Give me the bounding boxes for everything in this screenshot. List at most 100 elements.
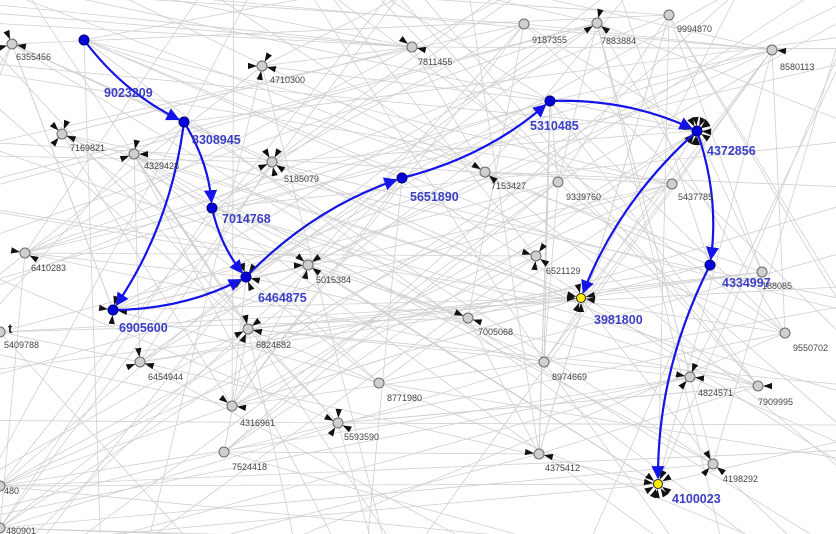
graph-node[interactable]: [0, 480, 6, 492]
background-edge: [0, 331, 184, 534]
graph-node[interactable]: [19, 247, 31, 259]
graph-node[interactable]: [663, 9, 675, 21]
background-edge: [183, 37, 836, 123]
graph-node[interactable]: [530, 250, 542, 262]
background-edge: [261, 65, 383, 534]
path-node[interactable]: [691, 125, 703, 137]
path-node[interactable]: [396, 172, 408, 184]
background-edge: [261, 46, 413, 67]
graph-node[interactable]: [406, 41, 418, 53]
graph-node[interactable]: [242, 323, 254, 335]
background-edge: [549, 100, 759, 387]
stray-glyph: t: [8, 321, 13, 336]
background-edge: [0, 212, 309, 266]
path-node[interactable]: [107, 304, 119, 316]
background-edge: [271, 161, 836, 310]
background-edge: [133, 153, 332, 534]
graph-node[interactable]: [752, 380, 764, 392]
background-edge: [61, 133, 380, 384]
graph-node[interactable]: [779, 327, 791, 339]
background-edge: [112, 22, 598, 311]
graph-node[interactable]: [6, 38, 18, 50]
graph-node[interactable]: [766, 44, 778, 56]
arrowhead: [50, 137, 59, 147]
background-edge: [307, 264, 469, 319]
background-edge: [112, 171, 486, 311]
graph-node[interactable]: [134, 356, 146, 368]
arrowhead: [716, 467, 726, 476]
background-edge: [538, 385, 759, 455]
graph-node[interactable]: [462, 312, 474, 324]
path-node[interactable]: [704, 259, 716, 271]
background-edge: [247, 328, 339, 424]
graph-node[interactable]: [302, 259, 314, 271]
arrowhead: [271, 166, 278, 177]
arrowhead: [274, 148, 282, 158]
background-edge: [484, 171, 836, 466]
arrowhead: [257, 164, 268, 171]
graph-node[interactable]: [373, 377, 385, 389]
graph-node[interactable]: [533, 448, 545, 460]
arrowhead: [678, 380, 687, 390]
background-edge: [183, 121, 714, 465]
graph-node[interactable]: [538, 356, 550, 368]
path-node[interactable]: [240, 271, 252, 283]
background-edge: [139, 22, 598, 363]
background-edge: [0, 23, 525, 142]
graph-node[interactable]: [56, 128, 68, 140]
background-edge: [0, 463, 714, 529]
arrowhead: [16, 43, 27, 50]
graph-node[interactable]: [332, 417, 344, 429]
background-edge: [139, 271, 763, 363]
graph-node[interactable]: [518, 18, 530, 30]
path-node-label: 6905600: [119, 321, 168, 335]
background-edge: [231, 297, 582, 407]
background-edge: [210, 0, 773, 51]
arrowhead: [660, 488, 669, 498]
path-node[interactable]: [206, 202, 218, 214]
arrowhead: [266, 66, 277, 73]
arrowhead: [293, 262, 304, 269]
graph-node[interactable]: [128, 148, 140, 160]
background-edge: [543, 306, 836, 363]
node-label: 5185079: [284, 174, 319, 184]
graph-node[interactable]: [756, 266, 768, 278]
background-edge: [247, 328, 294, 534]
path-node[interactable]: [178, 116, 190, 128]
path-node[interactable]: [78, 34, 90, 46]
graph-node[interactable]: [218, 446, 230, 458]
graph-node[interactable]: [226, 400, 238, 412]
background-edge: [0, 279, 339, 424]
arrowhead: [276, 164, 286, 173]
graph-node[interactable]: [256, 60, 268, 72]
path-endpoint-node[interactable]: [653, 479, 663, 489]
graph-node[interactable]: [666, 178, 678, 190]
background-edge: [400, 0, 759, 387]
graph-node[interactable]: [266, 156, 278, 168]
background-edge: [61, 46, 413, 135]
arrowhead: [566, 291, 577, 298]
graph-node[interactable]: [0, 522, 6, 534]
background-edge: [0, 64, 698, 132]
node-label: 6454944: [148, 372, 183, 382]
background-edge: [83, 39, 101, 534]
background-edge: [0, 317, 469, 333]
background-edge: [0, 153, 135, 305]
background-edge: [0, 286, 836, 333]
graph-node[interactable]: [552, 176, 564, 188]
graph-node[interactable]: [707, 458, 719, 470]
background-edge: [712, 463, 788, 534]
graph-node[interactable]: [0, 326, 6, 338]
arrowhead: [540, 258, 550, 267]
background-edge: [61, 133, 233, 407]
graph-node[interactable]: [591, 17, 603, 29]
arrowhead: [218, 394, 229, 403]
arrowhead: [472, 319, 483, 326]
graph-node[interactable]: [684, 371, 696, 383]
arrowhead: [701, 467, 710, 477]
graph-node[interactable]: [479, 166, 491, 178]
background-edge: [223, 130, 698, 453]
path-node[interactable]: [544, 95, 556, 107]
path-endpoint-node[interactable]: [576, 293, 586, 303]
